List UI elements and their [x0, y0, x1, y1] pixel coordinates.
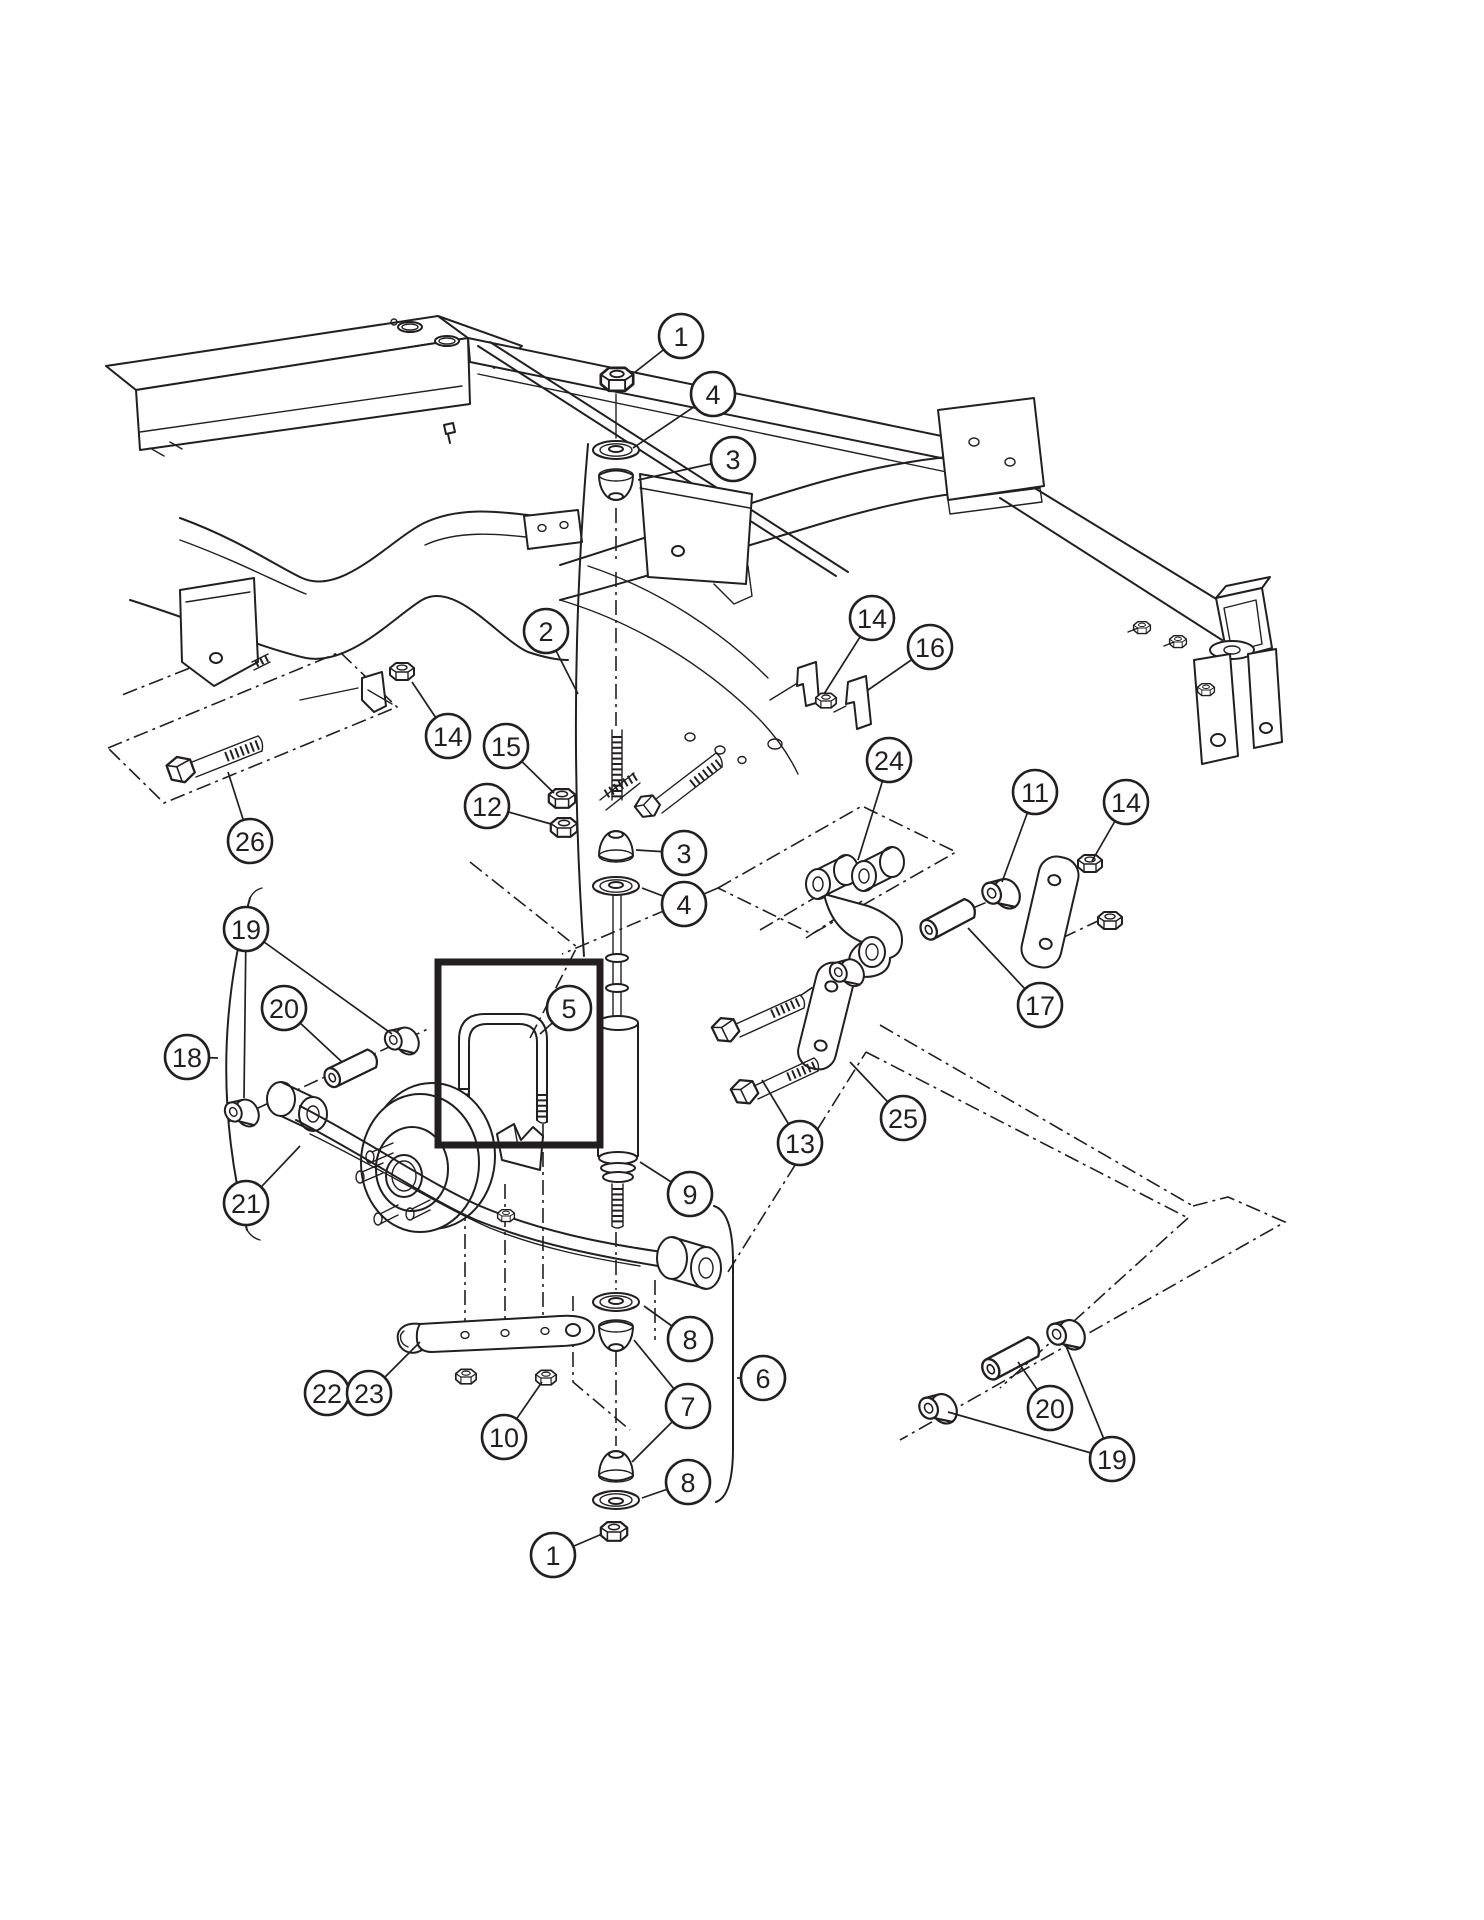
callout-label-25: 25 [888, 1104, 918, 1134]
leader-line-19 [245, 928, 393, 1035]
mid-shock-stack [592, 729, 640, 1017]
spring-mount-24 [805, 846, 905, 978]
callout-label-6: 6 [755, 1364, 770, 1394]
callout-9: 9 [666, 1170, 714, 1218]
callout-24: 24 [865, 736, 913, 784]
callout-label-18: 18 [172, 1043, 202, 1073]
callout-19: 19 [1088, 1435, 1136, 1483]
link-group-17 [916, 854, 1123, 969]
callout-label-5: 5 [561, 994, 576, 1024]
upper-shock-stack [592, 366, 640, 501]
leaf-spring [266, 1081, 722, 1290]
callout-label-4: 4 [676, 890, 691, 920]
callout-label-20: 20 [269, 994, 299, 1024]
chassis-line-art [105, 315, 1283, 1542]
callout-1: 1 [529, 1531, 577, 1579]
callout-3: 3 [709, 435, 757, 483]
callout-label-19: 19 [231, 915, 261, 945]
shock-mount-bracket [639, 473, 753, 605]
construction-guide-lines [106, 508, 1287, 1446]
callout-label-24: 24 [874, 746, 904, 776]
callout-2: 2 [522, 607, 570, 655]
callout-22: 22 [303, 1369, 351, 1417]
rail-clamp-left [299, 662, 415, 713]
callout-12: 12 [463, 782, 511, 830]
callout-label-3: 3 [676, 839, 691, 869]
callout-13: 13 [776, 1119, 824, 1167]
callout-17: 17 [1016, 981, 1064, 1029]
callout-label-7: 7 [680, 1392, 695, 1422]
callout-label-12: 12 [472, 792, 502, 822]
upper-bolts [547, 752, 723, 838]
brake-drum [355, 1082, 496, 1233]
callout-label-16: 16 [915, 633, 945, 663]
callout-26: 26 [226, 817, 274, 865]
callout-4: 4 [660, 880, 708, 928]
callout-label-4: 4 [705, 380, 720, 410]
callout-1: 1 [657, 312, 705, 360]
callout-3: 3 [660, 829, 708, 877]
callout-14: 14 [848, 594, 896, 642]
callout-20: 20 [260, 984, 308, 1032]
callout-25: 25 [879, 1094, 927, 1142]
callout-14: 14 [1102, 778, 1150, 826]
bolts-13 [708, 994, 820, 1110]
callout-8: 8 [666, 1315, 714, 1363]
callout-label-14: 14 [857, 604, 887, 634]
callout-label-2: 2 [538, 617, 553, 647]
callout-16: 16 [906, 623, 954, 671]
callout-label-26: 26 [235, 827, 265, 857]
callout-label-20: 20 [1035, 1394, 1065, 1424]
callout-label-15: 15 [491, 732, 521, 762]
callout-label-9: 9 [682, 1180, 697, 1210]
callout-5: 5 [545, 984, 593, 1032]
callout-23: 23 [345, 1369, 393, 1417]
callout-21: 21 [222, 1179, 270, 1227]
callout-14: 14 [424, 712, 472, 760]
callout-label-3: 3 [725, 445, 740, 475]
callout-label-1: 1 [673, 322, 688, 352]
callout-8: 8 [664, 1458, 712, 1506]
callout-label-23: 23 [354, 1379, 384, 1409]
lever-arm [396, 1314, 595, 1386]
callout-7: 7 [664, 1382, 712, 1430]
callout-label-10: 10 [489, 1423, 519, 1453]
callout-6: 6 [739, 1354, 787, 1402]
frame-rail-right [559, 397, 1283, 775]
callout-label-22: 22 [312, 1379, 342, 1409]
part-5-highlight-box [434, 958, 604, 1149]
callout-label-8: 8 [680, 1468, 695, 1498]
callout-label-8: 8 [682, 1325, 697, 1355]
callout-label-21: 21 [231, 1189, 261, 1219]
callout-label-1: 1 [545, 1541, 560, 1571]
callout-18: 18 [163, 1033, 211, 1081]
shock-absorber [597, 1015, 639, 1229]
rail-clamp-right [769, 661, 872, 730]
callout-10: 10 [480, 1413, 528, 1461]
callout-11: 11 [1011, 768, 1059, 816]
callout-label-14: 14 [433, 722, 463, 752]
callout-20: 20 [1026, 1384, 1074, 1432]
leader-line-19 [243, 928, 247, 1099]
frame-rail-left [129, 509, 583, 687]
callout-15: 15 [482, 722, 530, 770]
callout-label-11: 11 [1021, 778, 1049, 808]
link-plate-25 [797, 951, 870, 1071]
leader-line-19 [947, 1411, 1113, 1460]
callout-19: 19 [222, 905, 270, 953]
bolt-26 [163, 735, 264, 788]
callout-label-13: 13 [785, 1129, 815, 1159]
callout-label-14: 14 [1111, 788, 1141, 818]
callout-4: 4 [689, 370, 737, 418]
callout-label-17: 17 [1025, 991, 1055, 1021]
callout-label-19: 19 [1097, 1445, 1127, 1475]
